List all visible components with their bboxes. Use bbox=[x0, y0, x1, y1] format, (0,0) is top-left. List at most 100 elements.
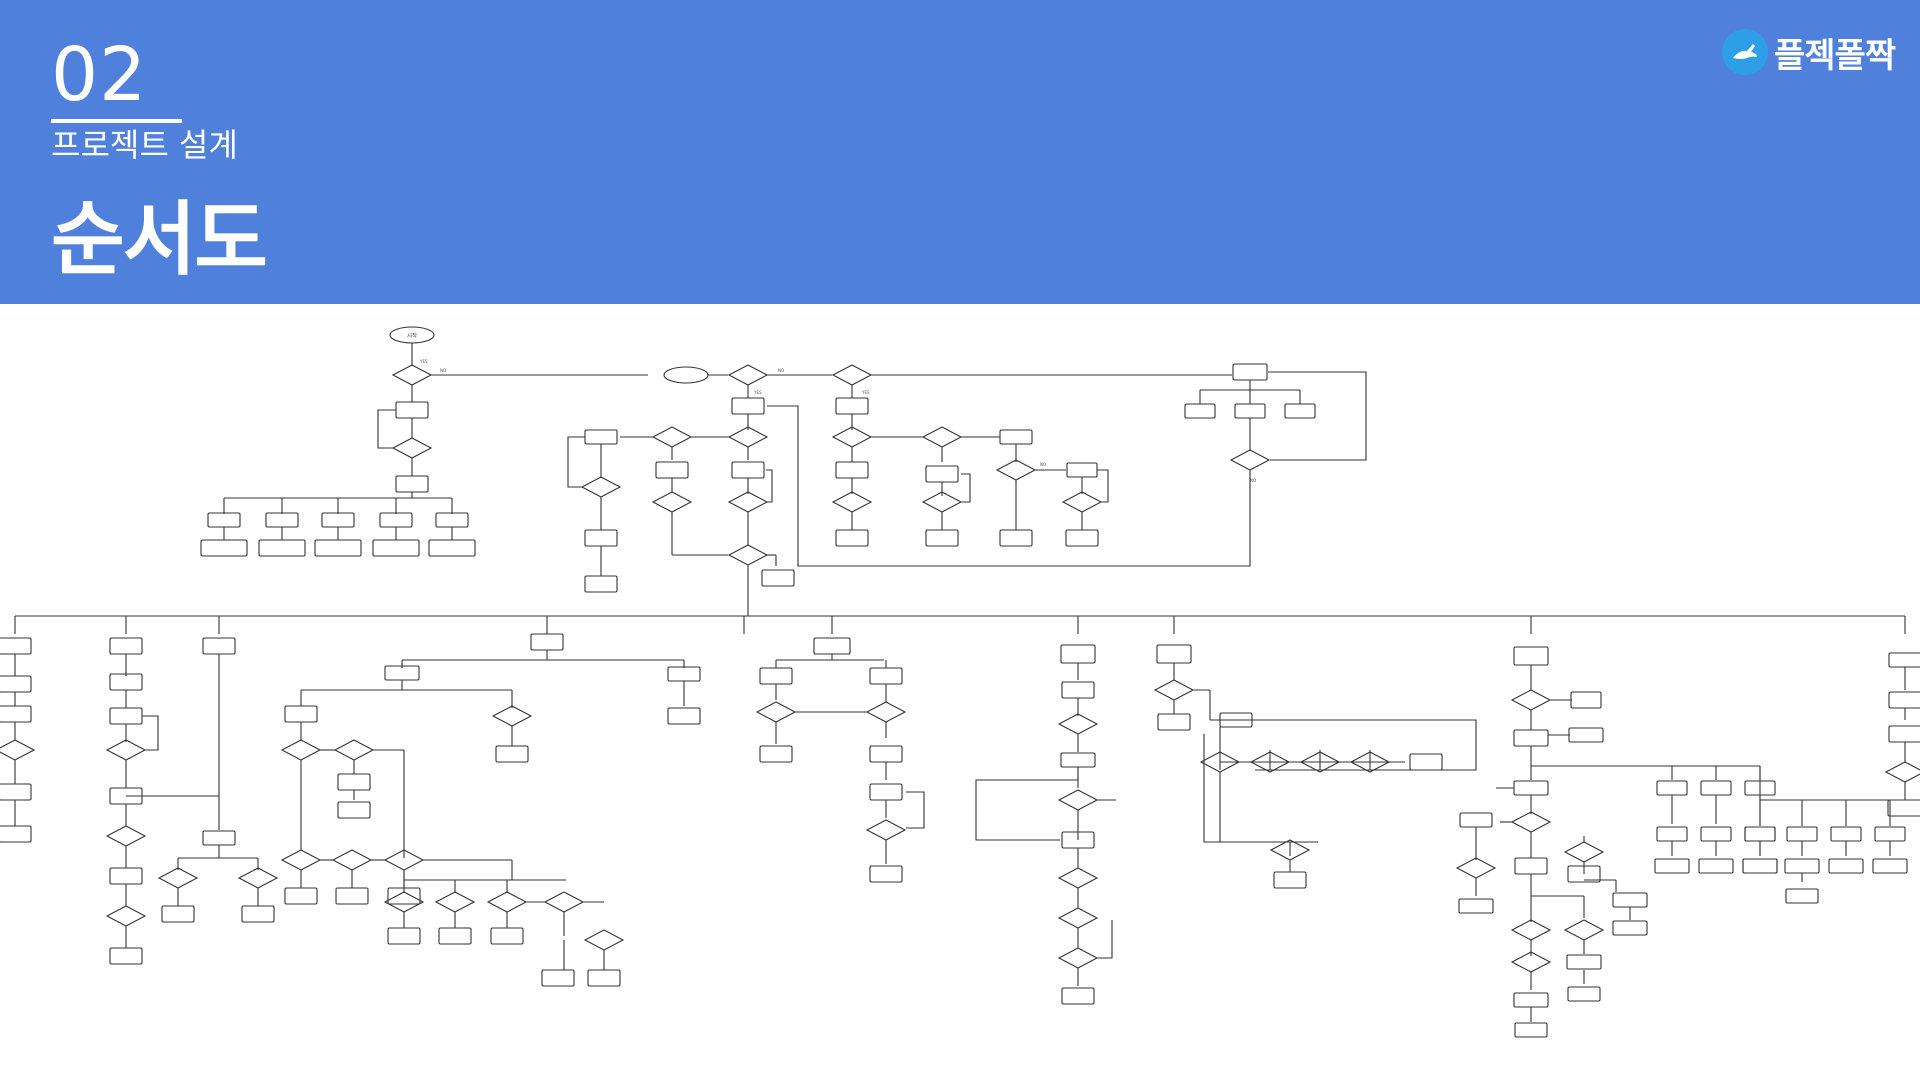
process-node bbox=[541, 969, 575, 987]
decision-node bbox=[1057, 867, 1099, 889]
decision-node bbox=[995, 459, 1037, 481]
process-node bbox=[379, 512, 413, 528]
brand-logo: 플젝폴짝 bbox=[1722, 28, 1896, 76]
process-node bbox=[655, 461, 689, 479]
process-node bbox=[1568, 727, 1604, 743]
decision-node bbox=[1249, 751, 1291, 773]
process-node bbox=[1567, 865, 1601, 883]
decision-node bbox=[391, 364, 433, 386]
process-node bbox=[337, 773, 371, 791]
process-node bbox=[1744, 826, 1776, 842]
process-node bbox=[337, 801, 371, 819]
process-node bbox=[395, 401, 429, 419]
decision-node bbox=[651, 491, 693, 513]
process-node bbox=[1156, 644, 1192, 664]
process-node bbox=[925, 529, 959, 547]
process-node bbox=[395, 475, 429, 493]
section-underline bbox=[51, 119, 182, 123]
connector-line bbox=[1097, 469, 1109, 503]
process-node bbox=[0, 637, 32, 655]
process-node bbox=[1887, 799, 1920, 817]
terminal-node bbox=[663, 366, 709, 384]
process-node bbox=[1458, 898, 1494, 914]
process-node bbox=[1513, 729, 1549, 747]
decision-node bbox=[1153, 679, 1195, 701]
process-node bbox=[835, 397, 869, 415]
process-node bbox=[207, 512, 241, 528]
process-node bbox=[109, 673, 143, 691]
decision-node bbox=[865, 819, 907, 841]
decision-node bbox=[383, 891, 425, 913]
decision-node bbox=[755, 701, 797, 723]
process-node bbox=[1744, 826, 1776, 842]
process-node bbox=[759, 745, 793, 763]
decision-node bbox=[831, 364, 873, 386]
process-node bbox=[1828, 858, 1864, 874]
connector-line bbox=[767, 405, 1251, 567]
process-node bbox=[999, 529, 1033, 547]
decision-node bbox=[727, 491, 769, 513]
connector-line bbox=[1203, 734, 1300, 843]
process-node bbox=[258, 539, 306, 557]
process-node bbox=[835, 529, 869, 547]
process-node bbox=[435, 512, 469, 528]
process-node bbox=[1060, 752, 1096, 768]
process-node bbox=[109, 707, 143, 725]
process-node bbox=[1700, 826, 1732, 842]
process-node bbox=[1874, 826, 1906, 842]
decision-node bbox=[580, 476, 622, 498]
decision-node bbox=[333, 739, 375, 761]
decision-node bbox=[237, 867, 279, 889]
process-node bbox=[1888, 725, 1920, 743]
process-node bbox=[1888, 691, 1920, 709]
process-node bbox=[109, 867, 143, 885]
decision-node bbox=[583, 929, 625, 951]
process-node bbox=[1409, 753, 1443, 771]
connector-label: NO bbox=[440, 368, 446, 373]
connector-label: YES bbox=[419, 359, 428, 364]
process-node bbox=[731, 397, 765, 415]
process-node bbox=[1514, 1022, 1548, 1038]
process-node bbox=[438, 927, 472, 945]
section-number: 02 bbox=[51, 32, 148, 118]
decision-node bbox=[1057, 713, 1099, 735]
process-node bbox=[999, 429, 1033, 445]
connector-label: YES bbox=[753, 390, 762, 395]
start-label: 시작 bbox=[407, 333, 417, 340]
process-node bbox=[869, 745, 903, 763]
process-node bbox=[759, 667, 793, 685]
process-node bbox=[314, 539, 362, 557]
process-node bbox=[284, 705, 318, 723]
decision-node bbox=[0, 739, 36, 761]
process-node bbox=[1872, 858, 1908, 874]
process-node bbox=[1513, 646, 1549, 666]
process-node bbox=[761, 569, 795, 587]
process-node bbox=[1888, 652, 1920, 668]
process-node bbox=[490, 927, 524, 945]
decision-node bbox=[1563, 841, 1605, 863]
process-node bbox=[1654, 858, 1690, 874]
decision-node bbox=[1563, 919, 1605, 941]
decision-node bbox=[434, 891, 476, 913]
process-node bbox=[265, 512, 299, 528]
process-node bbox=[584, 529, 618, 547]
decision-node bbox=[1510, 919, 1552, 941]
decision-node bbox=[1229, 449, 1271, 471]
process-node bbox=[869, 865, 903, 883]
process-node bbox=[109, 637, 143, 655]
process-node bbox=[667, 707, 701, 725]
decision-node bbox=[727, 544, 769, 566]
process-node bbox=[1513, 992, 1549, 1008]
process-node bbox=[0, 705, 32, 723]
process-node bbox=[1061, 987, 1095, 1005]
process-node bbox=[1232, 363, 1268, 381]
process-node bbox=[109, 947, 143, 965]
process-node bbox=[731, 461, 765, 479]
decision-node bbox=[391, 437, 433, 459]
connector-label: NO bbox=[1040, 462, 1046, 467]
decision-node bbox=[280, 849, 322, 871]
process-node bbox=[1570, 691, 1602, 709]
decision-node bbox=[1057, 947, 1099, 969]
process-node bbox=[584, 429, 618, 445]
process-node bbox=[202, 830, 236, 846]
